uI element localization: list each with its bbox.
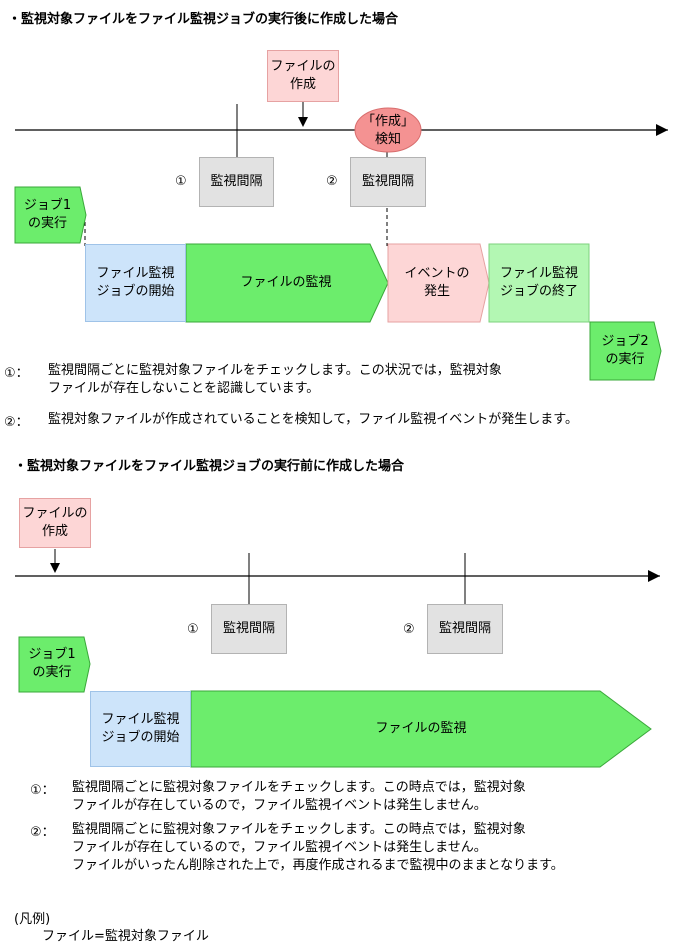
- marker-1: ①: [175, 174, 187, 189]
- watching-shape: [185, 243, 389, 323]
- watching-label: ファイルの監視: [240, 275, 332, 290]
- watch-end-shape: [488, 243, 590, 323]
- watching-shape-2: [190, 690, 652, 768]
- interval-box-1: 監視間隔: [199, 157, 274, 207]
- job1-label: ジョブ1 の実行: [23, 198, 72, 231]
- marker-1b: ①: [187, 622, 199, 637]
- note4-text: 監視間隔ごとに監視対象ファイルをチェックします。この時点では，監視対象 ファイル…: [72, 822, 564, 873]
- note3-num: ①：: [30, 783, 55, 798]
- legend-title: (凡例): [14, 912, 51, 927]
- event-label: イベントの 発生: [404, 266, 470, 299]
- marker-2: ②: [326, 174, 338, 189]
- file-created-box-2: ファイルの 作成: [19, 498, 91, 548]
- section1-heading: ・監視対象ファイルをファイル監視ジョブの実行後に作成した場合: [8, 12, 399, 27]
- watching-label-2: ファイルの監視: [375, 721, 467, 736]
- watch-start-box: ファイル監視 ジョブの開始: [85, 244, 186, 322]
- legend-text: ファイル=監視対象ファイル: [42, 929, 209, 944]
- note4-num: ②：: [30, 825, 55, 840]
- interval-box-2b: 監視間隔: [427, 604, 503, 654]
- note3-text: 監視間隔ごとに監視対象ファイルをチェックします。この時点では，監視対象 ファイル…: [72, 780, 526, 813]
- watch-start-box-2: ファイル監視 ジョブの開始: [90, 691, 191, 767]
- timeline-2-arrowhead: [648, 570, 660, 582]
- job1-shape: [14, 186, 87, 244]
- job1-label-2: ジョブ1 の実行: [28, 647, 76, 680]
- event-shape: [387, 243, 490, 323]
- marker-2b: ②: [403, 622, 415, 637]
- job2-shape: [589, 321, 662, 381]
- timeline-1-arrowhead: [656, 124, 668, 136]
- interval-box-1b: 監視間隔: [211, 604, 287, 654]
- section2-heading: ・監視対象ファイルをファイル監視ジョブの実行前に作成した場合: [14, 459, 405, 474]
- interval-box-2: 監視間隔: [350, 157, 426, 207]
- job1-shape-2: [18, 636, 91, 693]
- note2-text: 監視対象ファイルが作成されていることを検知して，ファイル監視イベントが発生します…: [48, 412, 579, 427]
- file-created-box: ファイルの 作成: [267, 50, 339, 102]
- note1-num: ①：: [4, 366, 29, 381]
- watch-end-label: ファイル監視 ジョブの終了: [499, 266, 578, 299]
- note1-text: 監視間隔ごとに監視対象ファイルをチェックします。この状況では，監視対象 ファイル…: [48, 363, 502, 396]
- detect-ellipse: [354, 107, 422, 153]
- note2-num: ②：: [4, 415, 29, 430]
- job2-label: ジョブ2 の実行: [601, 334, 649, 367]
- detect-label: 「作成」 検知: [361, 114, 414, 147]
